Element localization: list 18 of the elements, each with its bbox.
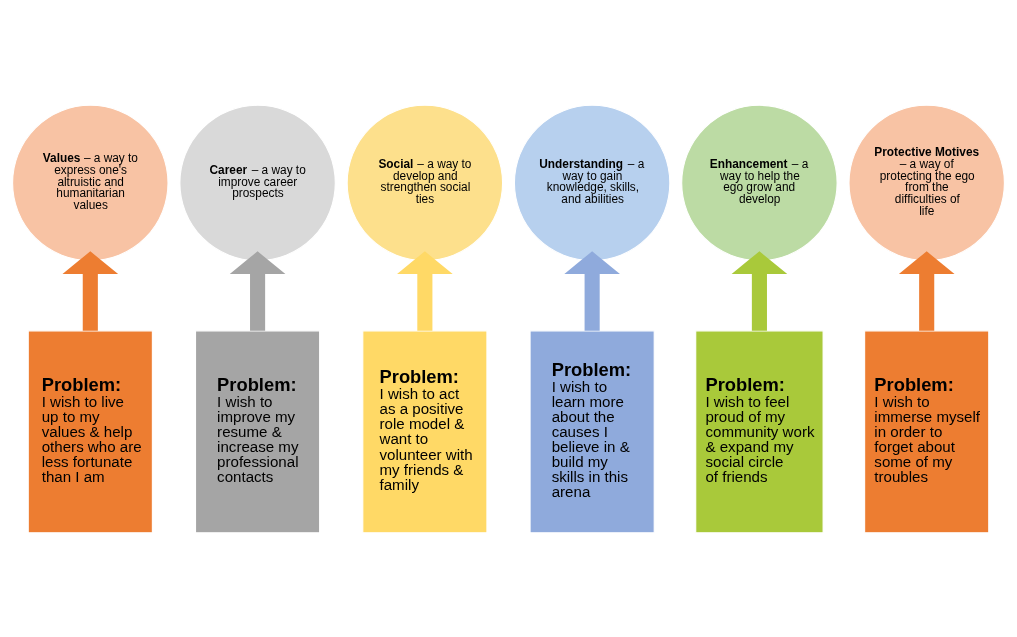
node-box: Problem: I wish to improve my resume & increase my professional contacts — [195, 329, 321, 533]
arrow — [731, 250, 788, 331]
arrow — [62, 250, 119, 331]
node-circle: Values – a way to express one's altruistic and humanitarian values — [12, 104, 169, 261]
arrow — [564, 250, 620, 331]
arrow — [898, 250, 955, 331]
arrow — [229, 250, 286, 331]
node-box: Problem: I wish to live up to my values & help others who are less fortunate than I am — [27, 329, 153, 533]
node-circle: Career – a way to improve career prospects — [179, 104, 336, 261]
node-box: Problem: I wish to learn more about the causes I believe in & build my skills in this arena — [529, 329, 655, 533]
node-box: Problem: I wish to act as a positive role model & want to volunteer with my friends & family — [362, 329, 488, 533]
node-circle: Social – a way to develop and strengthen social ties — [346, 104, 504, 261]
node-box: Problem: I wish to immerse myself in order to forget about some of my troubles — [864, 329, 990, 533]
node-circle: Understanding – a way to gain knowledge, skills, and abilities — [513, 104, 671, 261]
node-circle: Enhancement – a way to help the ego grow and develop — [681, 104, 838, 261]
node-circle: Protective Motives – a way of protecting the ego from the difficulties of life — [848, 104, 1005, 261]
node-box: Problem: I wish to feel proud of my community work & expand my social circle of friends — [695, 329, 824, 533]
arrow — [397, 250, 453, 331]
